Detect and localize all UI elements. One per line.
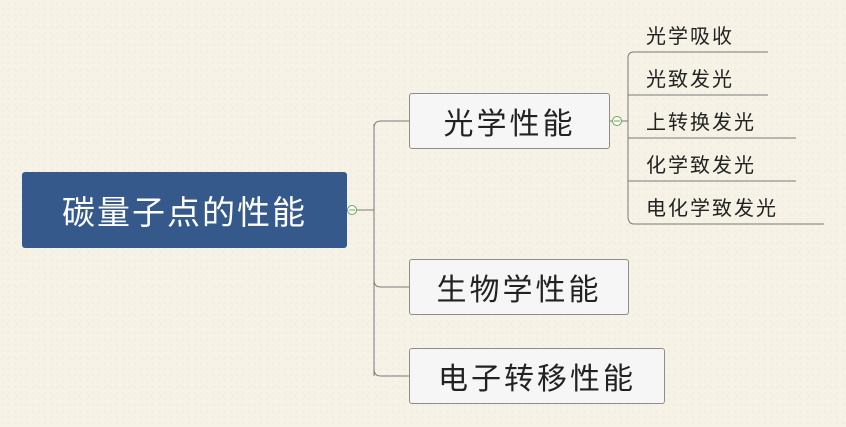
- leaf-chemiluminescence[interactable]: 化学致发光: [646, 153, 756, 177]
- leaf-label: 化学致发光: [646, 153, 756, 177]
- connector-leaf-5: [627, 215, 824, 225]
- branch-optical[interactable]: 光学性能: [409, 93, 610, 149]
- collapse-toggle-root[interactable]: [347, 205, 357, 215]
- connector-branch-electron: [373, 368, 409, 377]
- root-topic-label: 碳量子点的性能: [62, 193, 307, 232]
- branch-electron-transfer[interactable]: 电子转移性能: [409, 348, 665, 404]
- connector-leaf-1: [627, 51, 768, 59]
- leaf-label: 光致发光: [646, 67, 734, 91]
- branch-electron-transfer-label: 电子转移性能: [438, 362, 636, 397]
- leaf-electrochemiluminescence[interactable]: 电化学致发光: [646, 196, 778, 220]
- branch-optical-label: 光学性能: [443, 107, 576, 142]
- connector-optical-leaves: [610, 58, 629, 216]
- connector-branch-optical: [373, 120, 409, 129]
- leaf-upconversion[interactable]: 上转换发光: [646, 110, 756, 134]
- leaf-label: 上转换发光: [646, 110, 756, 134]
- leaf-photoluminescence[interactable]: 光致发光: [646, 67, 734, 91]
- leaf-label: 电化学致发光: [646, 196, 778, 220]
- branch-biological[interactable]: 生物学性能: [409, 259, 629, 315]
- connector-root-branches: [347, 124, 375, 377]
- root-topic[interactable]: 碳量子点的性能: [22, 172, 347, 248]
- connector-branch-bio: [373, 279, 409, 288]
- leaf-label: 光学吸收: [646, 24, 734, 48]
- leaf-optical-absorption[interactable]: 光学吸收: [646, 24, 734, 48]
- branch-biological-label: 生物学性能: [436, 273, 602, 308]
- collapse-toggle-optical[interactable]: [612, 116, 622, 126]
